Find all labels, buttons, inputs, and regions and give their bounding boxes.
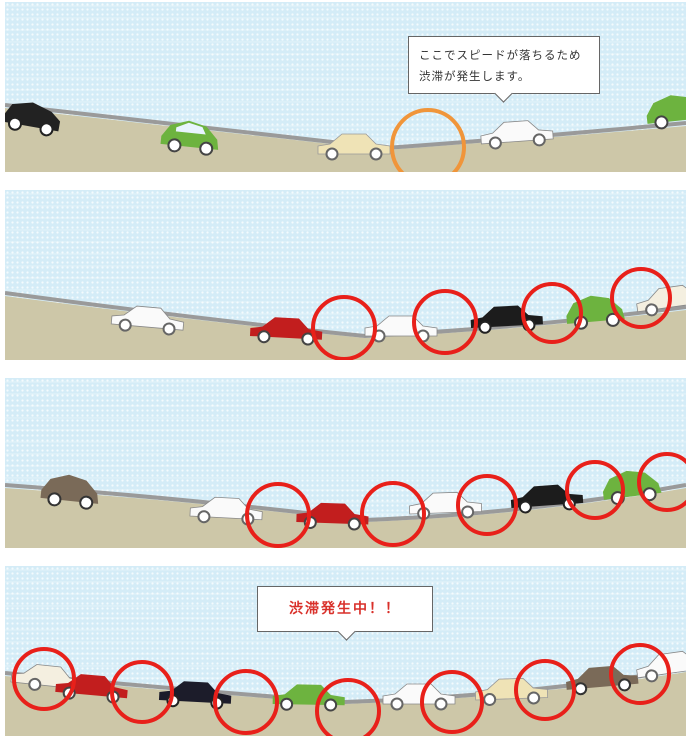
slow-point-marker (390, 108, 466, 172)
car-red (296, 502, 369, 531)
car-green (272, 684, 345, 712)
congestion-marker (213, 669, 279, 735)
car-black (5, 102, 61, 137)
panel-1-scene (5, 95, 686, 172)
congestion-markers (245, 452, 686, 548)
ground (5, 672, 686, 736)
slowdown-callout-text: ここでスピードが落ちるため 渋滞が発生します。 (419, 48, 582, 83)
congestion-marker (609, 643, 671, 705)
congestion-marker (12, 647, 76, 711)
congestion-marker (456, 474, 518, 536)
panel-4-scene (5, 643, 686, 736)
ground (5, 108, 686, 172)
panel-1: ここでスピードが落ちるため 渋滞が発生します。 (5, 2, 686, 172)
congestion-marker (412, 289, 478, 355)
car-white (382, 683, 456, 711)
congestion-marker (311, 295, 377, 360)
congestion-markers (12, 643, 671, 736)
car-white (10, 664, 84, 691)
congestion-marker (637, 452, 686, 512)
car-white (636, 650, 686, 683)
panel-3 (5, 378, 686, 548)
congestion-marker (420, 670, 484, 734)
congestion-callout: 渋滞発生中！！ (257, 586, 433, 632)
congestion-marker (315, 678, 381, 736)
panel-4: 渋滞発生中！！ (5, 566, 686, 736)
car-beige (475, 677, 549, 706)
car-green (160, 120, 219, 156)
congestion-marker (514, 659, 576, 721)
car-beige (317, 133, 391, 161)
car-brown (566, 665, 639, 696)
car-green (646, 95, 686, 130)
congestion-marker (521, 282, 583, 344)
congestion-marker (610, 267, 672, 329)
car-red (249, 317, 323, 346)
ground (5, 488, 686, 548)
congestion-marker (565, 460, 625, 520)
car-brown (40, 474, 99, 510)
panel-2-scene (5, 267, 686, 360)
congestion-markers (311, 267, 672, 360)
congestion-callout-text: 渋滞発生中！！ (289, 601, 401, 617)
congestion-marker (360, 481, 426, 547)
panel-2 (5, 190, 686, 360)
car-white (636, 284, 686, 317)
panel-3-scene (5, 452, 686, 548)
ground (5, 296, 686, 360)
congestion-marker (245, 482, 311, 548)
congestion-marker (110, 660, 174, 724)
car-white (110, 305, 185, 336)
slowdown-callout: ここでスピードが落ちるため 渋滞が発生します。 (408, 36, 600, 94)
car-white (480, 120, 554, 150)
